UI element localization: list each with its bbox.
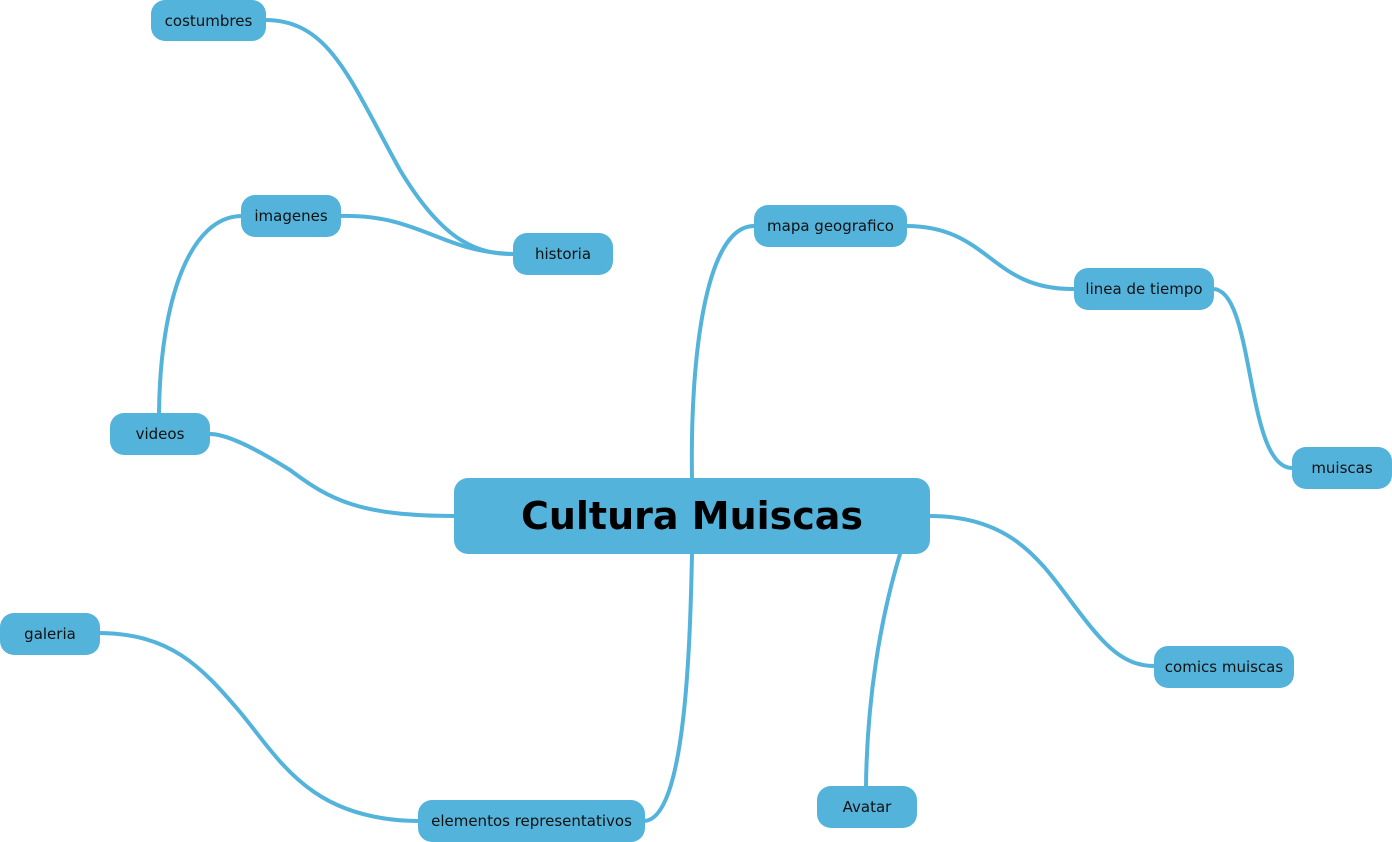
node-mapa-geografico[interactable]: mapa geografico xyxy=(754,205,907,247)
node-avatar[interactable]: Avatar xyxy=(817,786,917,828)
node-label: costumbres xyxy=(164,11,253,30)
node-label: imagenes xyxy=(254,207,328,225)
central-node-cultura-muiscas[interactable]: Cultura Muiscas xyxy=(454,478,930,554)
node-galeria[interactable]: galeria xyxy=(0,613,100,655)
connector-videos-imagenes xyxy=(157,214,244,416)
node-label: galeria xyxy=(24,625,76,643)
node-label: videos xyxy=(135,425,185,443)
connector-linea-muiscas xyxy=(1211,287,1294,470)
node-comics-muiscas[interactable]: comics muiscas xyxy=(1154,646,1294,688)
node-historia[interactable]: historia xyxy=(513,233,613,275)
connector-central-mapa-geografico xyxy=(689,224,756,480)
connector-central-videos xyxy=(208,432,457,518)
node-label: elementos representativos xyxy=(431,812,632,830)
node-imagenes[interactable]: imagenes xyxy=(241,195,341,237)
connector-costumbres-historia xyxy=(263,18,515,256)
connector-central-avatar xyxy=(864,552,902,788)
node-label: historia xyxy=(534,245,592,263)
node-videos[interactable]: videos xyxy=(110,413,210,455)
node-label: comics muiscas xyxy=(1164,658,1284,676)
connector-central-elementos xyxy=(642,552,694,823)
node-linea-de-tiempo[interactable]: linea de tiempo xyxy=(1074,268,1214,310)
node-muiscas[interactable]: muiscas xyxy=(1292,447,1392,489)
node-label: muiscas xyxy=(1311,459,1373,477)
node-costumbres[interactable]: costumbres xyxy=(151,0,266,41)
connector-mapa-linea xyxy=(904,224,1076,292)
node-label: Avatar xyxy=(842,798,892,816)
connector-elementos-galeria xyxy=(98,631,420,823)
node-elementos-representativos[interactable]: elementos representativos xyxy=(418,800,645,842)
node-label: mapa geografico xyxy=(767,217,894,235)
central-node-label: Cultura Muiscas xyxy=(520,494,864,538)
connector-imagenes-historia xyxy=(338,213,515,256)
node-label: linea de tiempo xyxy=(1085,280,1203,298)
connector-central-comics xyxy=(928,514,1156,668)
